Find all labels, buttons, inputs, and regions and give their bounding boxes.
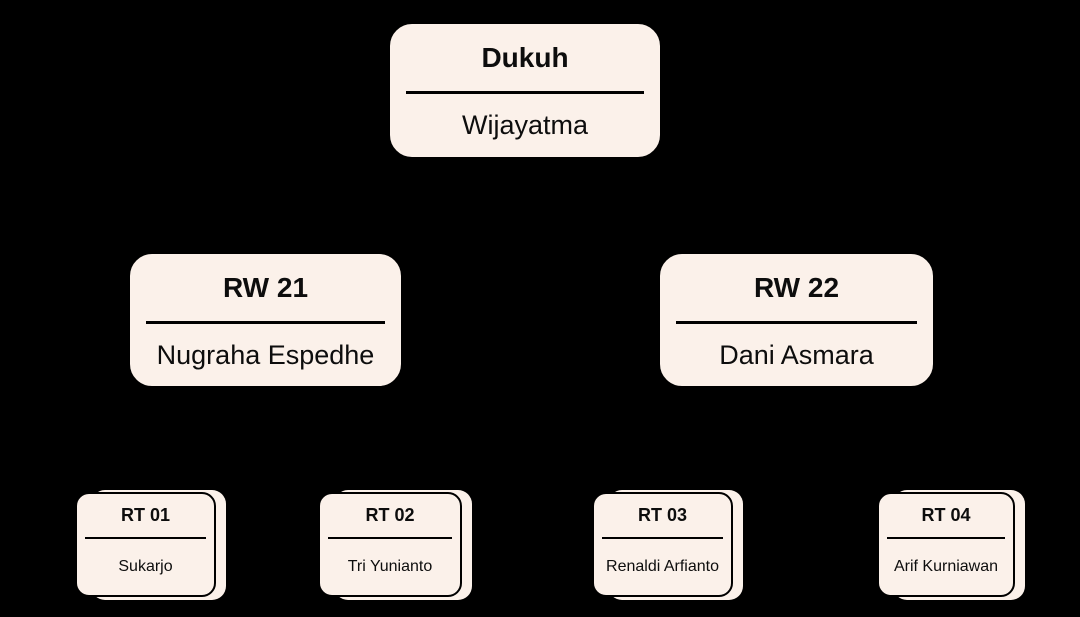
node-divider [406, 91, 644, 94]
node-divider [887, 537, 1005, 539]
node-divider [676, 321, 917, 324]
org-node-rt04: RT 04 Arif Kurniawan [877, 490, 1025, 600]
node-name: Tri Yunianto [347, 558, 433, 575]
node-title: RT 04 [921, 505, 971, 525]
node-title: RW 21 [222, 271, 309, 303]
org-node-rw22: RW 22 Dani Asmara [658, 252, 935, 388]
org-node-rt02: RT 02 Tri Yunianto [318, 490, 472, 600]
org-node-rt03: RT 03 Renaldi Arfianto [592, 490, 743, 600]
node-title: Dukuh [481, 41, 569, 73]
node-name: Wijayatma [461, 110, 589, 140]
node-name: Renaldi Arfianto [606, 558, 719, 575]
node-title: RW 22 [753, 271, 840, 303]
node-title: RT 01 [120, 505, 171, 525]
node-divider [85, 537, 206, 539]
org-node-dukuh: Dukuh Wijayatma [388, 22, 662, 159]
node-name: Dani Asmara [719, 339, 874, 370]
node-divider [328, 537, 452, 539]
node-name: Sukarjo [118, 558, 173, 575]
org-node-rw21: RW 21 Nugraha Espedhe [128, 252, 403, 388]
org-node-rt01: RT 01 Sukarjo [75, 490, 226, 600]
node-name: Arif Kurniawan [893, 558, 999, 575]
node-name: Nugraha Espedhe [156, 339, 375, 370]
node-title: RT 02 [365, 505, 415, 525]
node-title: RT 03 [637, 505, 688, 525]
node-divider [146, 321, 385, 324]
node-divider [602, 537, 723, 539]
